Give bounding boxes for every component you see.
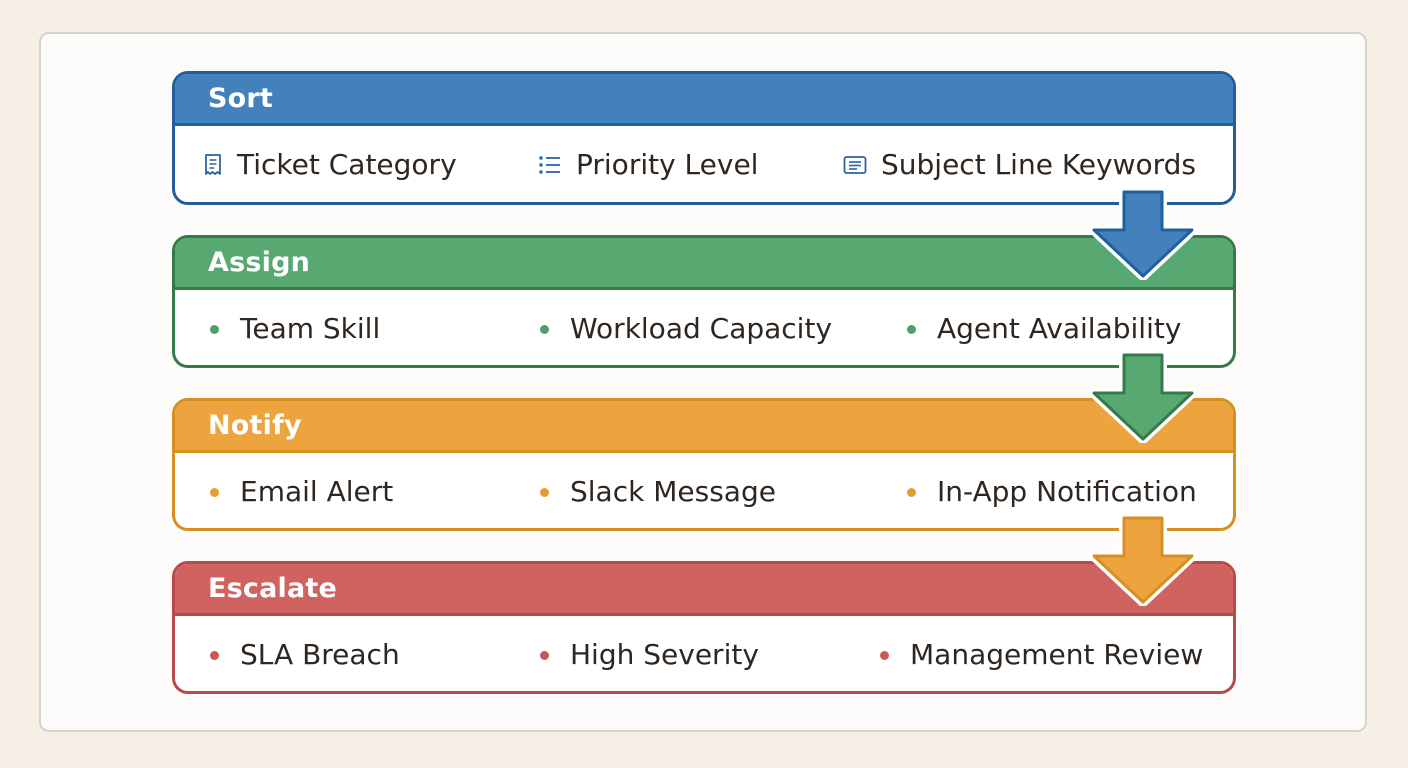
bullet-dot <box>907 487 916 497</box>
list-item: Team Skill <box>210 290 381 365</box>
list-item: Management Review <box>880 616 1204 691</box>
stage-sort: Sort Ticket Category <box>172 71 1236 205</box>
bullet-dot <box>907 324 916 334</box>
bullet-dot <box>210 487 219 497</box>
item-label: Agent Availability <box>937 312 1182 345</box>
stage-escalate-items: SLA Breach High Severity Management Revi… <box>175 616 1233 691</box>
item-label: Email Alert <box>240 475 394 508</box>
list-item: High Severity <box>540 616 759 691</box>
arrow-down-icon <box>1090 353 1196 443</box>
list-item: Slack Message <box>540 453 776 528</box>
item-label: In-App Notification <box>937 475 1197 508</box>
stage-notify-title: Notify <box>175 401 1233 453</box>
bullet-dot <box>540 650 549 660</box>
list-item: Workload Capacity <box>540 290 833 365</box>
arrow-down-icon <box>1090 516 1196 606</box>
item-label: Slack Message <box>570 475 776 508</box>
list-item: Email Alert <box>210 453 394 528</box>
list-item: Priority Level <box>538 126 759 202</box>
stage-notify-items: Email Alert Slack Message In-App Notific… <box>175 453 1233 528</box>
list-item: Agent Availability <box>907 290 1182 365</box>
stage-assign-title: Assign <box>175 238 1233 290</box>
list-item: SLA Breach <box>210 616 400 691</box>
item-label: Subject Line Keywords <box>881 148 1196 181</box>
stage-sort-items: Ticket Category Priority Level <box>175 126 1233 202</box>
list-item: In-App Notification <box>907 453 1197 528</box>
bullet-dot <box>210 324 219 334</box>
stage-assign: Assign Team Skill Workload Capacity Agen… <box>172 235 1236 368</box>
document-lines-icon <box>843 155 867 175</box>
item-label: SLA Breach <box>240 638 400 671</box>
receipt-icon <box>203 153 223 177</box>
stage-notify: Notify Email Alert Slack Message In-App … <box>172 398 1236 531</box>
bullet-dot <box>880 650 889 660</box>
stage-escalate: Escalate SLA Breach High Severity Manage… <box>172 561 1236 694</box>
list-item: Subject Line Keywords <box>843 126 1196 202</box>
item-label: Management Review <box>910 638 1204 671</box>
stage-sort-title: Sort <box>175 74 1233 126</box>
list-item: Ticket Category <box>203 126 457 202</box>
item-label: Team Skill <box>240 312 381 345</box>
item-label: High Severity <box>570 638 759 671</box>
bullet-dot <box>540 487 549 497</box>
stage-assign-items: Team Skill Workload Capacity Agent Avail… <box>175 290 1233 365</box>
item-label: Workload Capacity <box>570 312 833 345</box>
bullet-dot <box>540 324 549 334</box>
item-label: Ticket Category <box>237 148 457 181</box>
stage-escalate-title: Escalate <box>175 564 1233 616</box>
arrow-down-icon <box>1090 190 1196 280</box>
item-label: Priority Level <box>576 148 759 181</box>
list-icon <box>538 154 562 176</box>
bullet-dot <box>210 650 219 660</box>
